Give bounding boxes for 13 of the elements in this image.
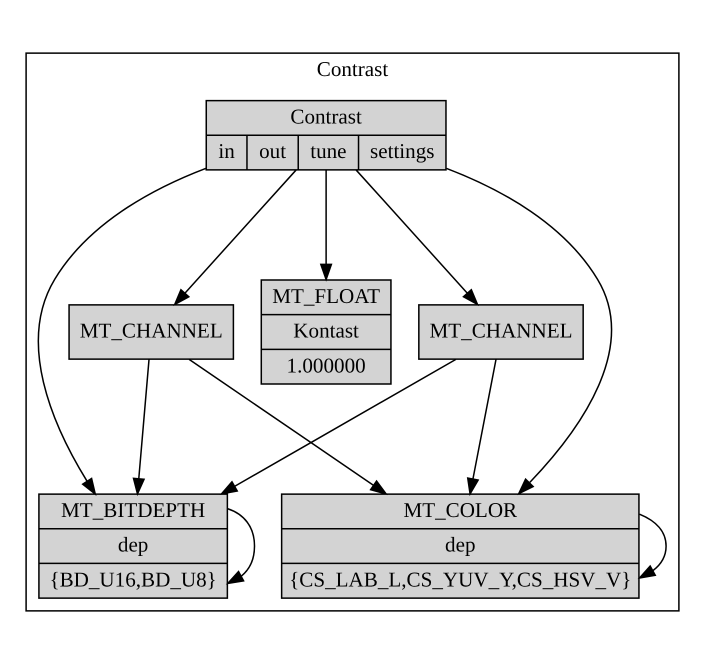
arrow xyxy=(356,169,480,306)
arrow xyxy=(188,358,388,495)
arrow xyxy=(638,512,667,579)
arrow xyxy=(226,508,256,584)
arrow xyxy=(320,170,332,282)
arrow xyxy=(446,167,612,495)
node-box: MT_CHANNEL xyxy=(418,304,584,360)
arrow xyxy=(220,358,456,495)
arrow xyxy=(132,358,150,496)
arrow xyxy=(173,169,297,306)
arrow xyxy=(38,167,206,496)
arrow xyxy=(466,358,497,496)
node-box: MT_CHANNEL xyxy=(68,304,234,360)
